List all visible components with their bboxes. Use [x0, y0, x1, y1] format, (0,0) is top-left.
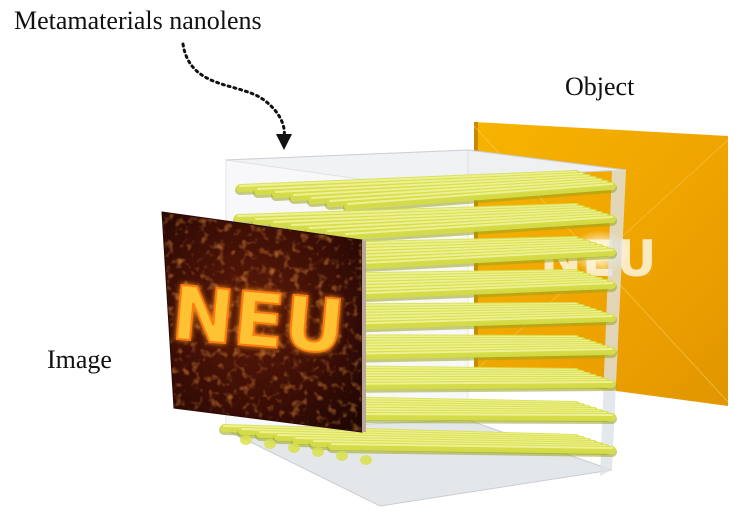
nanorod-highlight [333, 413, 613, 416]
arrow-head-icon [276, 134, 292, 150]
nanorod [332, 380, 616, 390]
nanorod-front-tips [240, 435, 372, 465]
nanorod-highlight [319, 346, 607, 352]
nanorod-highlight [277, 434, 595, 443]
nanorod-highlight [321, 313, 607, 322]
nanorod [342, 215, 616, 240]
image-speckle-noise [162, 212, 362, 432]
nanorod-highlight [295, 437, 601, 445]
nanorod-tip [360, 455, 372, 465]
nanorod [344, 182, 616, 210]
nanorod-highlight [255, 206, 583, 220]
nanorod-highlight [331, 443, 613, 449]
image-letters: NEU [169, 270, 348, 371]
nanorod-highlight [291, 210, 595, 226]
nanorod-highlight [293, 177, 595, 196]
nanorod-tip [336, 451, 348, 461]
nanorod-highlight [345, 216, 613, 235]
nanorod [328, 442, 616, 454]
nanorod-tip [288, 443, 300, 453]
nanorod-highlight [337, 348, 613, 355]
nanorod-highlight [327, 214, 607, 232]
nanorod-tip [264, 439, 276, 449]
image-label: Image [47, 345, 112, 374]
nanorod-highlight [239, 171, 577, 187]
nanorod-highlight [325, 247, 607, 262]
nanorod [336, 314, 616, 330]
dotted-curved-arrow-icon [181, 42, 286, 140]
nanorod-highlight [329, 181, 607, 202]
image-panel-edge [362, 240, 366, 432]
nanorod [334, 347, 616, 360]
nanorod-highlight [335, 381, 613, 385]
nanorod-highlight [257, 173, 583, 190]
nanorod-highlight [343, 249, 613, 265]
nanorod-highlight [339, 315, 613, 325]
nanorod [330, 412, 616, 421]
nanorod [340, 248, 616, 270]
nanorod-highlight [323, 280, 607, 292]
nanorod-highlight [273, 208, 589, 223]
nanorod-highlight [341, 282, 613, 295]
nanorod-highlight [313, 440, 607, 447]
nanorod-tip [312, 447, 324, 457]
nanorod [338, 281, 616, 300]
nanorod-highlight [347, 183, 613, 205]
nanorod-tip [240, 435, 252, 445]
nanorod-highlight [311, 179, 601, 199]
nanorod-highlight [237, 204, 577, 217]
object-label: Object [565, 72, 635, 101]
nanorod-highlight [275, 175, 589, 193]
metamaterials-nanolens-label: Metamaterials nanolens [14, 6, 262, 35]
nanorod-highlight [309, 212, 601, 229]
